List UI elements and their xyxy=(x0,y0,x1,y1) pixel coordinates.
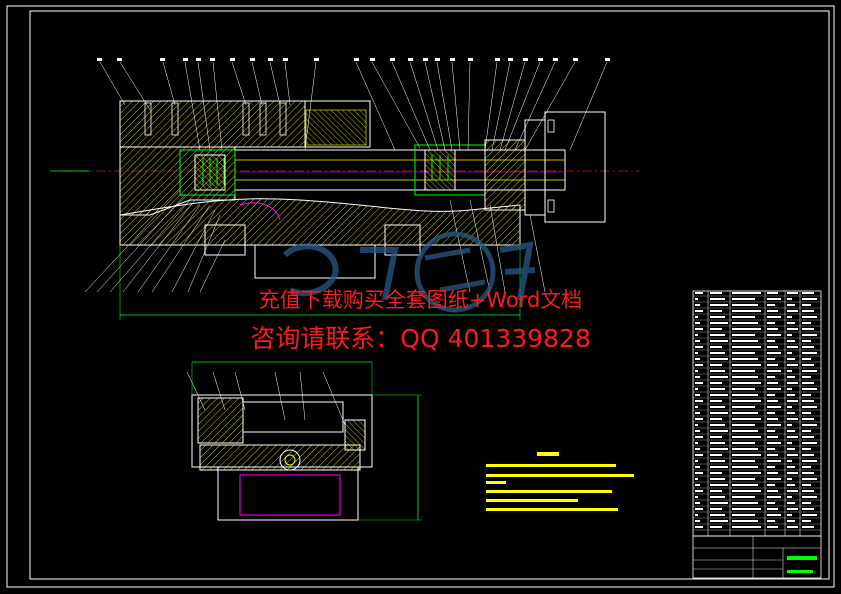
watermark-line-1: 充值下载购买全套图纸+Word文档 xyxy=(258,288,583,312)
inner-frame xyxy=(29,10,830,580)
parts-list-table xyxy=(692,290,822,537)
technical-notes xyxy=(486,452,634,511)
title-block xyxy=(692,535,822,579)
logo-stamp-icon xyxy=(282,231,536,313)
watermark-line-2: 咨询请联系：QQ 401339828 xyxy=(250,324,591,353)
secondary-section-view xyxy=(186,361,422,521)
outer-frame xyxy=(6,5,835,588)
main-section-view xyxy=(50,58,640,320)
